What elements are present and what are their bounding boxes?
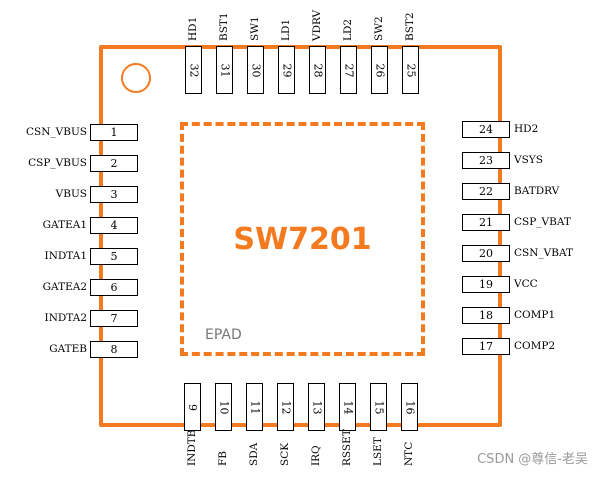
pin-25-box: 25 bbox=[402, 46, 419, 94]
pin-20-box: 20 bbox=[462, 245, 510, 262]
pin-11-number: 11 bbox=[248, 400, 261, 414]
pin-7-box: 7 bbox=[90, 310, 138, 327]
pin1-marker-circle bbox=[121, 63, 151, 93]
pin-32-box: 32 bbox=[185, 46, 202, 94]
pin-label-bst2: BST2 bbox=[404, 12, 416, 41]
pin-label-rsset: RSSET bbox=[341, 429, 353, 466]
exposed-pad-outline bbox=[180, 122, 425, 356]
pin-label-fb: FB bbox=[217, 450, 229, 466]
pin-8-box: 8 bbox=[90, 341, 138, 358]
pin-15-box: 15 bbox=[370, 383, 387, 431]
pin-2-box: 2 bbox=[90, 155, 138, 172]
pin-30-number: 30 bbox=[249, 63, 262, 77]
pin-22-box: 22 bbox=[462, 183, 510, 200]
pin-18-box: 18 bbox=[462, 307, 510, 324]
pin-label-sw1: SW1 bbox=[249, 16, 261, 41]
pin-label-indta2: INDTA2 bbox=[44, 312, 87, 324]
pin-30-box: 30 bbox=[247, 46, 264, 94]
epad-label: EPAD bbox=[205, 327, 242, 343]
pin-label-hd1: HD1 bbox=[187, 16, 199, 41]
pin-label-indtb: INDTB bbox=[186, 429, 198, 466]
pin-21-box: 21 bbox=[462, 214, 510, 231]
pin-28-box: 28 bbox=[309, 46, 326, 94]
pin-29-box: 29 bbox=[278, 46, 295, 94]
pin-32-number: 32 bbox=[187, 63, 200, 77]
pin-17-box: 17 bbox=[462, 338, 510, 355]
pin-9-box: 9 bbox=[184, 383, 201, 431]
pin-11-box: 11 bbox=[246, 383, 263, 431]
pin-label-comp1: COMP1 bbox=[514, 309, 556, 321]
pin-label-bst1: BST1 bbox=[218, 12, 230, 41]
pin-label-sck: SCK bbox=[279, 442, 291, 466]
pin-label-vsys: VSYS bbox=[514, 154, 543, 166]
pin-1-box: 1 bbox=[90, 124, 138, 141]
pin-label-batdrv: BATDRV bbox=[514, 185, 560, 197]
pin-6-box: 6 bbox=[90, 279, 138, 296]
pin-13-number: 13 bbox=[310, 400, 323, 414]
pin-16-number: 16 bbox=[403, 400, 416, 414]
pin-label-gatea1: GATEA1 bbox=[42, 219, 87, 231]
pin-4-box: 4 bbox=[90, 217, 138, 234]
pin-label-hd2: HD2 bbox=[514, 123, 539, 135]
pin-23-box: 23 bbox=[462, 152, 510, 169]
pin-13-box: 13 bbox=[308, 383, 325, 431]
pin-26-box: 26 bbox=[371, 46, 388, 94]
pin-12-number: 12 bbox=[279, 400, 292, 414]
pin-24-box: 24 bbox=[462, 121, 510, 138]
pin-14-box: 14 bbox=[339, 383, 356, 431]
watermark: CSDN @尊信-老吴 bbox=[477, 452, 588, 467]
pin-3-box: 3 bbox=[90, 186, 138, 203]
pin-label-vcc: VCC bbox=[514, 278, 538, 290]
pin-31-box: 31 bbox=[216, 46, 233, 94]
pin-27-box: 27 bbox=[340, 46, 357, 94]
pin-25-number: 25 bbox=[404, 63, 417, 77]
pin-9-number: 9 bbox=[186, 403, 199, 411]
pin-14-number: 14 bbox=[341, 400, 354, 414]
chip-name: SW7201 bbox=[233, 222, 372, 257]
pin-28-number: 28 bbox=[311, 63, 324, 77]
pin-5-box: 5 bbox=[90, 248, 138, 265]
pin-label-comp2: COMP2 bbox=[514, 340, 556, 352]
pin-31-number: 31 bbox=[218, 63, 231, 77]
pin-label-irq: IRQ bbox=[310, 445, 322, 466]
pin-label-sw2: SW2 bbox=[373, 16, 385, 41]
pin-label-csp-vbat: CSP_VBAT bbox=[514, 216, 571, 228]
pin-26-number: 26 bbox=[373, 63, 386, 77]
pin-label-lset: LSET bbox=[372, 437, 384, 466]
pin-label-csn-vbat: CSN_VBAT bbox=[514, 247, 573, 259]
pin-12-box: 12 bbox=[277, 383, 294, 431]
pin-label-gateb: GATEB bbox=[49, 343, 87, 355]
pin-label-vdrv: VDRV bbox=[311, 9, 323, 41]
pin-label-ntc: NTC bbox=[403, 441, 415, 466]
pin-15-number: 15 bbox=[372, 400, 385, 414]
pin-10-number: 10 bbox=[217, 400, 230, 414]
pin-label-gatea2: GATEA2 bbox=[42, 281, 87, 293]
pin-label-ld2: LD2 bbox=[342, 18, 354, 41]
pin-label-csp-vbus: CSP_VBUS bbox=[28, 157, 87, 169]
pin-label-sda: SDA bbox=[248, 442, 260, 466]
pin-29-number: 29 bbox=[280, 63, 293, 77]
chip-package-outline bbox=[99, 45, 502, 427]
pin-label-vbus: VBUS bbox=[55, 188, 87, 200]
pin-16-box: 16 bbox=[401, 383, 418, 431]
pin-label-ld1: LD1 bbox=[280, 18, 292, 41]
pin-label-indta1: INDTA1 bbox=[44, 250, 87, 262]
pin-27-number: 27 bbox=[342, 63, 355, 77]
pin-10-box: 10 bbox=[215, 383, 232, 431]
pin-19-box: 19 bbox=[462, 276, 510, 293]
pin-label-csn-vbus: CSN_VBUS bbox=[25, 126, 87, 138]
